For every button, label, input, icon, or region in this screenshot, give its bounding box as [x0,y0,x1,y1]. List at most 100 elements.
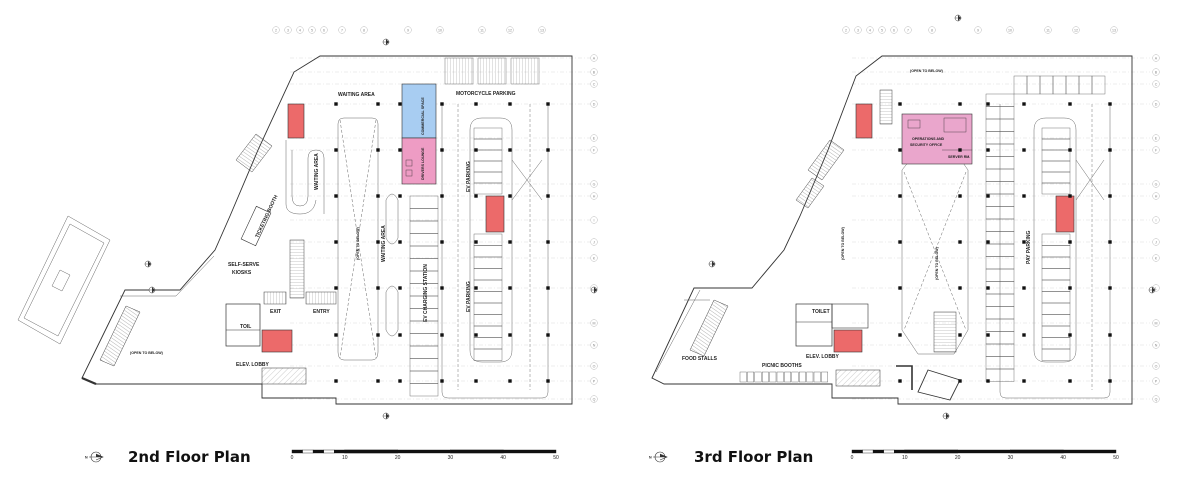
picnic-booth [747,371,755,383]
parking-bay [409,233,439,247]
label-toilet: TOILET [812,309,830,315]
stairs [689,89,957,387]
grid-row-label: O [1155,364,1158,368]
grid-column-bubble: 7 [904,26,912,34]
grid-row-label: O [593,364,596,368]
column [898,379,902,383]
column [508,333,512,337]
column [546,286,550,290]
parking-bay [473,291,503,304]
parking-bay [1041,314,1071,327]
grid-column-bubble: 12 [506,26,514,34]
label-ticketing-booth: TICKETING BOOTH [254,194,279,239]
parking-bay [473,245,503,258]
grid-row-label: Q [1155,397,1158,401]
parking-bay [473,182,503,195]
scale-tick-label: 50 [1113,455,1119,461]
grid-row-bubble: N [1152,341,1160,349]
scale-tick-label: 30 [448,455,454,461]
section-marker-icon [954,14,962,22]
stair-core-north [855,103,873,139]
grid-column-label: 9 [977,28,979,32]
picnic-booth [813,371,821,383]
scale-segment [957,449,1011,454]
grid-column-label: 12 [508,28,512,32]
parking-bay [1041,160,1071,173]
scale-segment [894,449,905,454]
drivers-lounge [401,137,437,185]
parking-bay [409,195,439,209]
column [986,148,990,152]
parking-bay [1041,268,1071,281]
queue-barriers [285,140,325,215]
column [1108,194,1112,198]
grid-column-label: 5 [311,28,313,32]
grid-row-bubble: D [590,100,598,108]
column [1022,194,1026,198]
grid-row-bubble: K [590,254,598,262]
column [508,194,512,198]
parking-bay [1041,127,1071,140]
grid-column-label: 8 [931,28,933,32]
column [1108,379,1112,383]
elevator-core [261,329,293,353]
scale-tick-label: 0 [851,455,854,461]
grid-row-label: A [1155,56,1158,60]
column [898,102,902,106]
scale-segment [503,449,557,454]
grid-row-bubble: J [590,238,598,246]
parking-bay [1041,138,1071,151]
label-toilet: TOIL [240,324,251,330]
grid-column-label: 4 [299,28,301,32]
column [334,333,338,337]
parking-bay [473,138,503,151]
column [898,333,902,337]
column [958,194,962,198]
column [958,379,962,383]
grid-row-bubble: M [1152,319,1160,327]
column [398,379,402,383]
section-marker-icon [382,412,390,420]
motorcycle-parking-area [444,57,540,85]
column [376,333,380,337]
parking-bay [1052,75,1067,95]
grid-row-label: B [593,70,596,74]
scale-tick-label: 10 [902,455,908,461]
elevator-core [833,329,863,353]
column [958,148,962,152]
column [440,102,444,106]
operations-security-office [901,113,973,165]
grid-column-label: 5 [881,28,883,32]
grid-row-bubble: J [1152,238,1160,246]
parking-bay [1078,75,1093,95]
grid-column-label: 11 [1046,28,1050,32]
column [474,379,478,383]
grid-row-label: I [1156,218,1157,222]
grid-row-bubble: P [590,377,598,385]
column [376,286,380,290]
grid-column-label: 7 [341,28,343,32]
grid-row-label: Q [593,397,596,401]
picnic-booth [739,371,747,383]
grid-column-label: 2 [275,28,277,32]
grid-column-label: 13 [1112,28,1116,32]
picnic-booth [762,371,769,383]
section-marker-icon [1148,286,1156,294]
parking-bay [1091,75,1106,95]
grid-column-label: 3 [287,28,289,32]
column [546,240,550,244]
scale-segment [872,449,884,454]
scale-tick-label: 20 [395,455,401,461]
parking-bay [409,345,439,359]
label-self-serve-1: SELF-SERVE [228,262,260,268]
structural-columns [898,102,1112,383]
column [440,194,444,198]
column [474,240,478,244]
label-open-to-below-top: (OPEN TO BELOW) [910,69,944,73]
scale-segment [450,449,504,454]
column [376,194,380,198]
parking-bay [473,160,503,173]
grid-row-bubble: C [590,80,598,88]
parking-bay [409,383,439,397]
